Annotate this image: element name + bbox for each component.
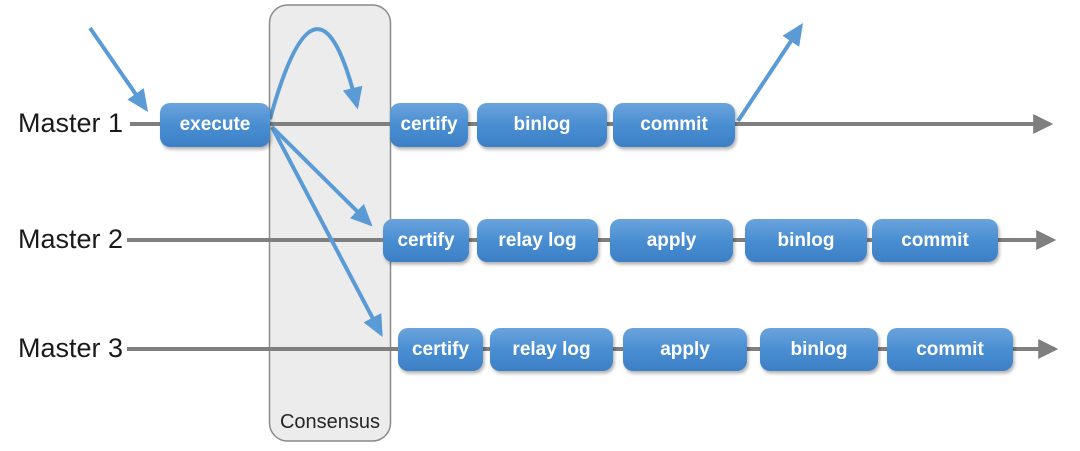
incoming-transaction-arrow	[88, 26, 149, 112]
flow-step-box-apply-m3: apply	[623, 328, 747, 371]
flow-step-box-binlog-m2: binlog	[745, 219, 867, 262]
master3-label: Master 3	[18, 333, 124, 363]
flow-step-box-binlog-m3: binlog	[760, 328, 878, 371]
flow-step-box-relaylog-m2: relay log	[477, 219, 598, 262]
master1-label: Master 1	[18, 108, 124, 138]
flow-step-box-certify-m1: certify	[390, 103, 468, 147]
master2-label: Master 2	[18, 224, 124, 254]
outgoing-response-arrow	[736, 22, 803, 123]
flow-step-box-binlog-m1: binlog	[477, 103, 607, 147]
flow-step-box-certify-m2: certify	[383, 219, 469, 262]
flow-step-box-commit-m1: commit	[613, 103, 735, 147]
flow-step-box-commit-m2: commit	[872, 219, 998, 262]
flow-step-box-relaylog-m3: relay log	[490, 328, 613, 371]
replicate-to-master2-arrow	[270, 125, 373, 227]
flow-step-box-certify-m3: certify	[398, 328, 483, 371]
consensus-region-label: Consensus	[279, 411, 381, 433]
flow-step-box-apply-m2: apply	[610, 219, 733, 262]
flow-step-box-commit-m3: commit	[887, 328, 1013, 371]
replicate-to-master3-arrow	[270, 126, 383, 338]
consensus-loop-arrow	[268, 27, 363, 120]
flow-step-box-execute: execute	[160, 103, 270, 147]
